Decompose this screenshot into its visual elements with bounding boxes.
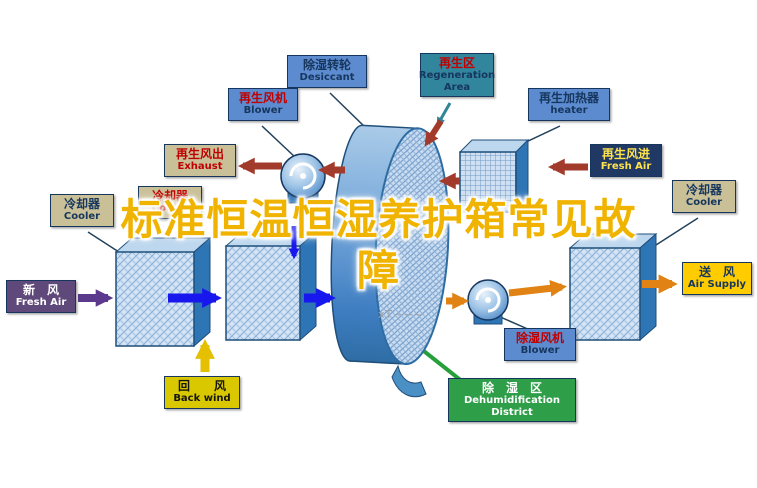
label-dehum-district-zh: 除 湿 区: [481, 381, 542, 395]
airflow-arrows: [78, 119, 678, 372]
label-dehum-blower: 除湿风机 Blower: [504, 328, 576, 361]
label-regen-blower-zh: 再生风机: [238, 91, 287, 105]
label-dehum-district: 除 湿 区 Dehumidification District: [448, 378, 576, 422]
label-regen-area-en: Regeneration Area: [418, 70, 496, 93]
label-cooler-mid: 冷却器 Cooler: [138, 186, 202, 219]
desiccant-wheel: [330, 124, 450, 366]
label-air-supply-en: Air Supply: [687, 279, 747, 291]
label-fresh-air: 新 风 Fresh Air: [6, 280, 76, 313]
page-title-line2: 障: [356, 246, 400, 296]
air-handler-left: [114, 236, 212, 348]
label-back-wind-en: Back wind: [173, 393, 231, 405]
air-handler-middle: [224, 230, 318, 342]
label-cooler-left-en: Cooler: [63, 211, 101, 223]
label-exhaust-en: Exhaust: [177, 161, 223, 173]
label-regen-heater: 再生加热器 heater: [528, 88, 610, 121]
label-regen-fresh-air-en: Fresh Air: [600, 161, 652, 173]
label-air-supply-zh: 送 风: [698, 265, 735, 279]
label-cooler-right: 冷却器 Cooler: [672, 180, 736, 213]
page-title: 标准恒温恒湿养护箱常见故 障: [0, 194, 757, 296]
label-desiccant-zh: 除湿转轮: [302, 58, 351, 72]
label-dehum-blower-zh: 除湿风机: [515, 331, 564, 345]
wheel-ribbon: [391, 364, 427, 398]
label-connectors: [87, 92, 699, 331]
label-regen-heater-zh: 再生加热器: [538, 91, 599, 105]
arrow-into-wheel-top: [424, 119, 444, 147]
label-cooler-mid-en: Cooler: [151, 203, 189, 215]
label-regen-blower: 再生风机 Blower: [228, 88, 298, 121]
label-regen-blower-en: Blower: [243, 105, 283, 117]
dehum-blower-fan: [467, 279, 509, 325]
label-air-supply: 送 风 Air Supply: [682, 262, 752, 295]
label-cooler-left-zh: 冷却器: [63, 197, 100, 211]
label-cooler-left: 冷却器 Cooler: [50, 194, 114, 227]
label-regen-area-zh: 再生区: [438, 56, 475, 70]
label-regen-heater-en: heater: [550, 105, 588, 117]
regen-blower-fan: [280, 153, 326, 204]
label-regen-fresh-air: 再生风进 Fresh Air: [590, 144, 662, 177]
label-regen-area: 再生区 Regeneration Area: [418, 53, 496, 97]
label-cooler-right-zh: 冷却器: [685, 183, 722, 197]
arrow-dehum-blower-to-ahu: [508, 279, 568, 297]
label-exhaust-zh: 再生风出: [175, 147, 224, 161]
label-exhaust: 再生风出 Exhaust: [164, 144, 236, 177]
page-title-line1: 标准恒温恒湿养护箱常见故: [120, 195, 637, 244]
label-fresh-air-zh: 新 风: [22, 283, 59, 297]
label-dehum-district-en: Dehumidification District: [463, 395, 561, 418]
label-back-wind-zh: 回 风: [177, 379, 226, 393]
label-cooler-right-en: Cooler: [685, 197, 723, 209]
label-dehum-blower-en: Blower: [520, 345, 560, 357]
watermark-text: xT~~~: [378, 308, 424, 321]
label-fresh-air-en: Fresh Air: [15, 297, 67, 309]
label-cooler-mid-zh: 冷却器: [151, 189, 188, 203]
regen-heater-unit: [458, 138, 530, 214]
label-desiccant: 除湿转轮 Desiccant: [287, 55, 367, 88]
label-back-wind: 回 风 Back wind: [164, 376, 240, 409]
label-regen-fresh-air-zh: 再生风进: [601, 147, 650, 161]
label-desiccant-en: Desiccant: [299, 72, 355, 84]
